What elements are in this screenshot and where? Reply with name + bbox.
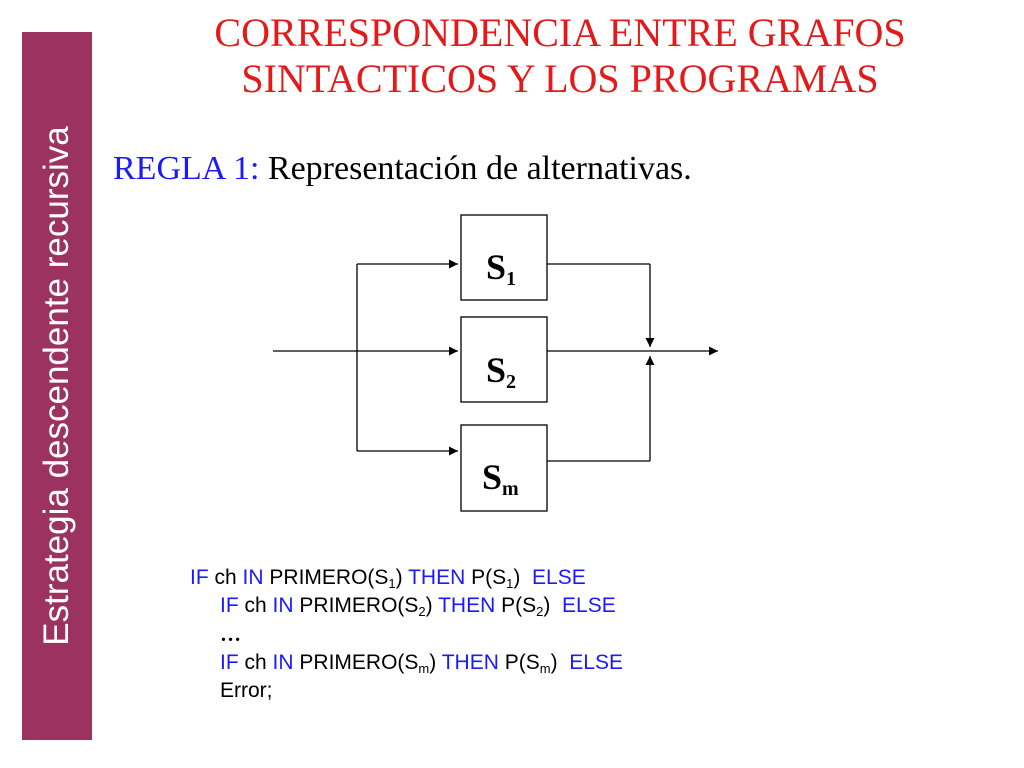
kw-then: THEN [441, 651, 499, 674]
box-sm [460, 424, 548, 512]
p-call: P(S1) [471, 566, 521, 591]
kw-in: IN [242, 566, 264, 589]
code-block: IF ch IN PRIMERO(S1) THEN P(S1) ELSE IF … [190, 564, 623, 705]
code-line-2: IF ch IN PRIMERO(S2) THEN P(S2) ELSE [190, 592, 623, 620]
sidebar-band [22, 32, 92, 740]
kw-in: IN [272, 594, 294, 617]
box-s1 [460, 214, 548, 301]
rule-heading: REGLA 1: Representación de alternativas. [113, 150, 692, 188]
title-line-1: CORRESPONDENCIA ENTRE GRAFOS [214, 10, 906, 55]
rule-label: REGLA 1: [113, 150, 260, 187]
primero-call: PRIMERO(S2) [299, 594, 433, 619]
kw-if: IF [190, 566, 209, 589]
kw-then: THEN [408, 566, 466, 589]
ch-text: ch [244, 651, 267, 674]
kw-if: IF [220, 651, 239, 674]
kw-else: ELSE [532, 566, 586, 589]
kw-then: THEN [438, 594, 496, 617]
primero-call: PRIMERO(S1) [269, 566, 403, 591]
kw-in: IN [272, 651, 294, 674]
code-line-error: Error; [190, 677, 623, 705]
code-line-ellipsis: … [190, 620, 623, 649]
ellipsis: … [220, 622, 241, 646]
p-call: P(Sm) [504, 651, 558, 676]
p-call: P(S2) [501, 594, 551, 619]
kw-if: IF [220, 594, 239, 617]
box-s1-label: S1 [486, 247, 516, 290]
box-s2-label: S2 [486, 350, 516, 393]
code-line-1: IF ch IN PRIMERO(S1) THEN P(S1) ELSE [190, 564, 623, 592]
ch-text: ch [214, 566, 237, 589]
box-sm-label: Sm [482, 457, 519, 500]
code-line-3: IF ch IN PRIMERO(Sm) THEN P(Sm) ELSE [190, 649, 623, 677]
primero-call: PRIMERO(Sm) [299, 651, 437, 676]
box-s2 [460, 316, 548, 403]
kw-else: ELSE [562, 594, 616, 617]
kw-else: ELSE [569, 651, 623, 674]
title-line-2: SINTACTICOS Y LOS PROGRAMAS [241, 56, 879, 101]
error-text: Error; [220, 679, 273, 702]
rule-text: Representación de alternativas. [267, 150, 692, 187]
slide-title: CORRESPONDENCIA ENTRE GRAFOS SINTACTICOS… [130, 10, 990, 102]
ch-text: ch [244, 594, 267, 617]
